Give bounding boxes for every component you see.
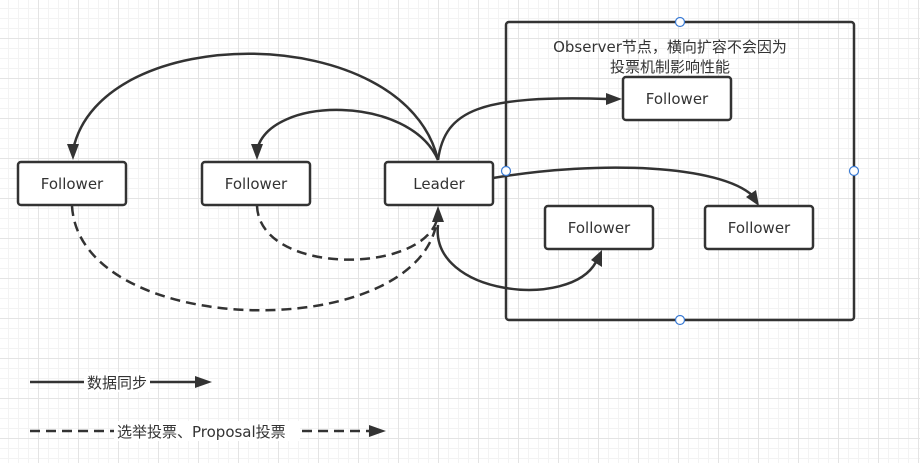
edge-leader-to-observer-bottom-right bbox=[492, 166, 754, 197]
legend-vote: 选举投票、Proposal投票 bbox=[30, 421, 386, 441]
arrowhead-observer-bottom-right bbox=[746, 190, 759, 206]
edge-follower-left-vote bbox=[70, 205, 439, 312]
node-observer-bottom-left[interactable]: Follower bbox=[543, 204, 655, 251]
node-label: Leader bbox=[413, 175, 465, 193]
edge-follower-mid-vote bbox=[255, 205, 439, 261]
node-follower-left[interactable]: Follower bbox=[16, 160, 128, 207]
node-label: Follower bbox=[568, 219, 631, 237]
selection-handle-right[interactable] bbox=[848, 165, 860, 177]
node-observer-bottom-right[interactable]: Follower bbox=[703, 204, 815, 251]
legend-label-bg bbox=[84, 372, 150, 392]
node-follower-mid[interactable]: Follower bbox=[200, 160, 312, 207]
selection-handle-top[interactable] bbox=[674, 16, 686, 28]
legend-data-sync-label: 数据同步 bbox=[87, 374, 147, 392]
selection-handle-bottom[interactable] bbox=[674, 314, 686, 326]
node-label: Follower bbox=[646, 90, 709, 108]
arrowhead-follower-left bbox=[67, 144, 79, 160]
node-observer-top[interactable]: Follower bbox=[621, 75, 733, 122]
node-label: Follower bbox=[728, 219, 791, 237]
legend-dashed-arrowhead bbox=[369, 425, 386, 437]
edge-leader-to-observer-bottom-left bbox=[436, 224, 598, 292]
node-label: Follower bbox=[225, 175, 288, 193]
node-label: Follower bbox=[41, 175, 104, 193]
edge-leader-to-follower-mid bbox=[255, 108, 440, 161]
legend-solid-arrowhead bbox=[195, 376, 212, 388]
arrowhead-observer-bottom-left bbox=[591, 250, 602, 267]
edge-leader-to-observer-top bbox=[436, 97, 609, 161]
legend-vote-label: 选举投票、Proposal投票 bbox=[117, 423, 286, 441]
arrowhead-leader-vote bbox=[432, 206, 444, 222]
arrowhead-follower-mid bbox=[251, 144, 263, 160]
arrowhead-observer-top bbox=[606, 93, 622, 105]
observer-group-caption-line2: 投票机制影响性能 bbox=[610, 58, 730, 76]
legend-data-sync: 数据同步 bbox=[30, 372, 212, 392]
node-leader[interactable]: Leader bbox=[383, 160, 495, 207]
legend-label-bg bbox=[114, 421, 300, 441]
selection-handle-left[interactable] bbox=[500, 165, 512, 177]
edge-leader-to-follower-left bbox=[71, 52, 440, 161]
observer-group-caption-line1: Observer节点，横向扩容不会因为 bbox=[553, 38, 787, 56]
